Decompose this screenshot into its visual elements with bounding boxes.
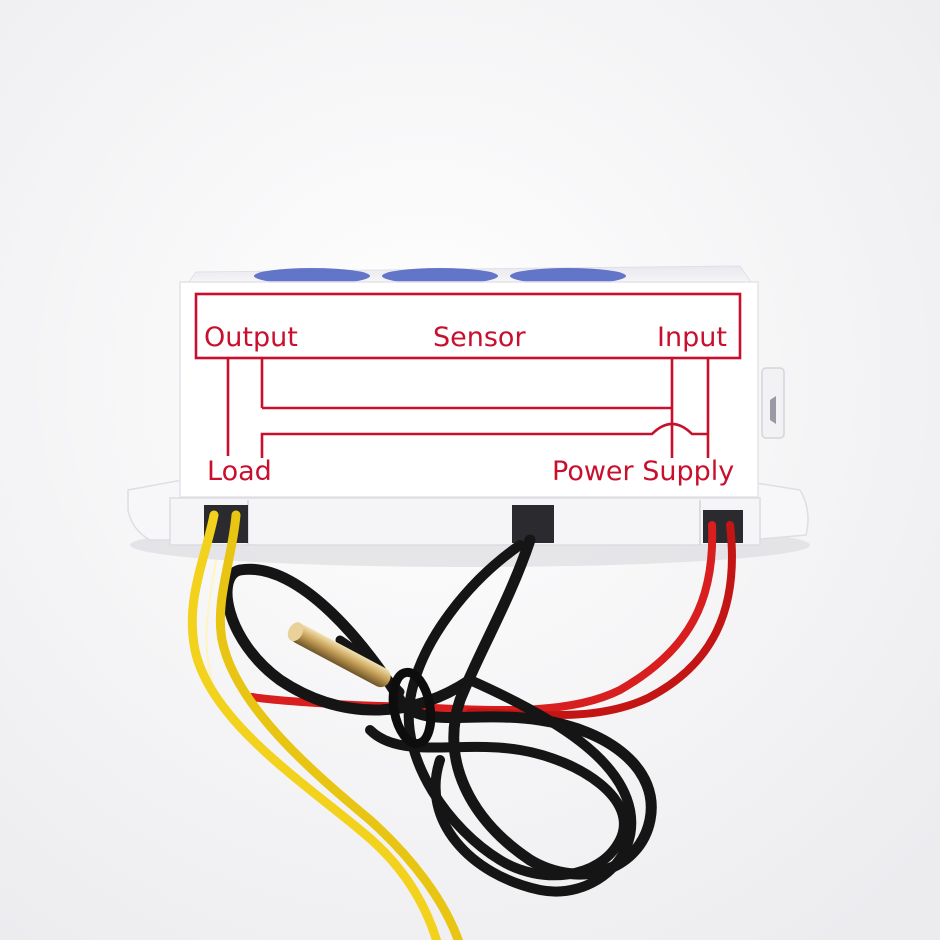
- label-sensor: Sensor: [433, 322, 526, 353]
- yellow-wire-highlight: [205, 559, 217, 681]
- blue-button-1: [254, 268, 370, 284]
- sensor-cable-loop-3: [430, 675, 637, 897]
- temperature-probe: [287, 622, 391, 688]
- sensor-cable-loop-2: [365, 540, 629, 881]
- blue-button-3: [510, 268, 626, 284]
- label-load: Load: [207, 456, 272, 487]
- black-sensor-cable: [221, 534, 657, 897]
- housing-front: [179, 281, 759, 498]
- side-clip-notch: [770, 396, 776, 424]
- label-input: Input: [657, 322, 727, 353]
- bus-lower-with-bridge: [260, 422, 708, 458]
- right-mount-ear: [749, 481, 809, 541]
- label-output: Output: [204, 322, 298, 353]
- connector-rail: [169, 497, 761, 546]
- probe-body: [290, 624, 391, 688]
- label-power-supply: Power Supply: [552, 456, 734, 487]
- blue-button-2: [382, 268, 498, 284]
- diagram-label-box: [194, 292, 742, 360]
- wiring-diagram: [194, 292, 742, 458]
- yellow-wire-1: [187, 510, 442, 940]
- probe-tip: [287, 622, 304, 642]
- yellow-wire-2: [215, 510, 463, 940]
- yellow-load-wires: [187, 510, 463, 940]
- cable-tie: [388, 667, 436, 749]
